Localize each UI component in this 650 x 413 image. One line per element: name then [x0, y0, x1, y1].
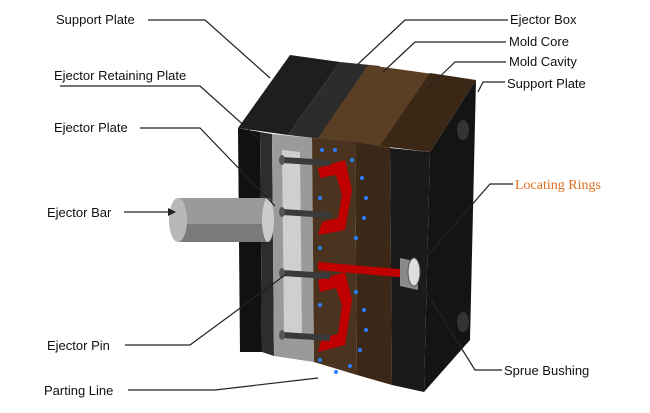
leader-lines — [60, 19, 513, 391]
cooling-hole — [354, 236, 358, 240]
cooling-hole — [318, 196, 322, 200]
molded-part-lower — [318, 272, 352, 352]
ejector-plate-front — [282, 150, 302, 336]
mold-cavity-top — [380, 73, 476, 152]
ejector-pin-head-2 — [279, 207, 285, 217]
leader-mold-core — [382, 41, 506, 73]
ejector-pin-head-4 — [279, 330, 285, 340]
ejector-pin-head-1 — [279, 155, 285, 165]
label-mold-cavity: Mold Cavity — [509, 54, 577, 69]
label-ejector-box: Ejector Box — [510, 12, 577, 27]
leader-support-plate-right — [477, 81, 505, 93]
cooling-hole — [318, 246, 322, 250]
label-parting-line: Parting Line — [44, 383, 113, 398]
cooling-hole — [333, 148, 337, 152]
cooling-hole — [360, 176, 364, 180]
cooling-channels — [318, 148, 368, 374]
leader-mold-cavity — [427, 61, 506, 89]
label-ejector-retaining-plate: Ejector Retaining Plate — [54, 68, 186, 83]
cooling-hole — [362, 216, 366, 220]
ejector-bar-joint — [262, 198, 274, 242]
ejector-pin-4 — [281, 332, 331, 341]
leader-support-plate-top — [148, 19, 271, 79]
cooling-hole — [364, 196, 368, 200]
label-mold-core: Mold Core — [509, 34, 569, 49]
leader-parting-line — [128, 377, 319, 391]
ejector-bar-shade — [178, 224, 268, 242]
leader-locating-rings — [421, 183, 513, 263]
label-support-plate-top: Support Plate — [56, 12, 135, 27]
label-sprue-bushing: Sprue Bushing — [504, 363, 589, 378]
cooling-hole — [320, 148, 324, 152]
support-plate-left-top — [238, 55, 340, 135]
runner — [318, 262, 410, 278]
mounting-hole-lower — [457, 312, 469, 332]
cooling-hole — [318, 358, 322, 362]
ejector-bar-arrow — [168, 208, 176, 216]
mold-assembly — [169, 55, 476, 392]
label-ejector-plate: Ejector Plate — [54, 120, 128, 135]
label-locating-rings: Locating Rings — [515, 178, 601, 193]
cooling-hole — [348, 364, 352, 368]
mold-core-top — [318, 65, 440, 148]
ejector-pin-3 — [281, 270, 331, 279]
leader-ejector-box — [356, 19, 508, 66]
leader-ejector-plate — [140, 127, 276, 207]
label-ejector-pin: Ejector Pin — [47, 338, 110, 353]
cooling-hole — [318, 303, 322, 307]
cooling-hole — [350, 158, 354, 162]
cooling-hole — [354, 290, 358, 294]
leader-sprue-bushing — [419, 281, 502, 371]
cooling-hole — [358, 348, 362, 352]
ejector-bar-end — [169, 198, 187, 242]
cooling-hole — [334, 370, 338, 374]
ejector-pin-1 — [281, 157, 331, 166]
mold-cavity-front — [355, 142, 392, 385]
mounting-hole-upper — [457, 120, 469, 140]
molded-part-upper — [318, 160, 352, 235]
label-support-plate-right: Support Plate — [507, 76, 586, 91]
leader-ejector-retaining-plate — [60, 85, 259, 139]
sprue-bushing-face — [407, 257, 421, 287]
cooling-hole — [364, 328, 368, 332]
labels: Support Plate Ejector Retaining Plate Ej… — [44, 12, 601, 398]
ejector-bar — [169, 198, 274, 242]
label-ejector-bar: Ejector Bar — [47, 205, 112, 220]
ejector-retaining-plate-front — [260, 132, 274, 356]
leader-ejector-pin — [125, 274, 286, 346]
cooling-hole — [362, 308, 366, 312]
ejector-pin-2 — [281, 209, 331, 218]
